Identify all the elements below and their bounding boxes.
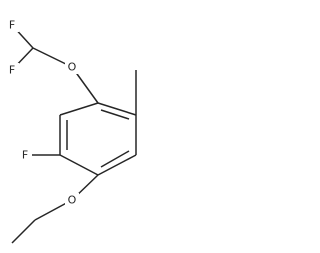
atom-label-fluorine-ring: F: [22, 149, 28, 162]
bond-ch2-ch3: [11, 219, 36, 244]
double-bond-bottom-right: [100, 150, 130, 168]
atom-label-group: F F O F O: [5, 18, 79, 207]
atom-label-fluorine-top: F: [9, 19, 15, 32]
atom-label-oxygen-bottom: O: [68, 194, 77, 207]
atom-label-oxygen-top: O: [68, 61, 77, 74]
bond-ring-6: [59, 102, 99, 116]
bond-ring-3: [97, 154, 137, 176]
double-bond-top-right: [100, 109, 130, 120]
atom-label-fluorine-middle: F: [9, 64, 15, 77]
bond-ring-4: [59, 154, 99, 176]
bond-ring-1: [97, 102, 137, 116]
bond-group: [11, 24, 137, 244]
chemical-structure: F F O F O: [5, 18, 137, 244]
